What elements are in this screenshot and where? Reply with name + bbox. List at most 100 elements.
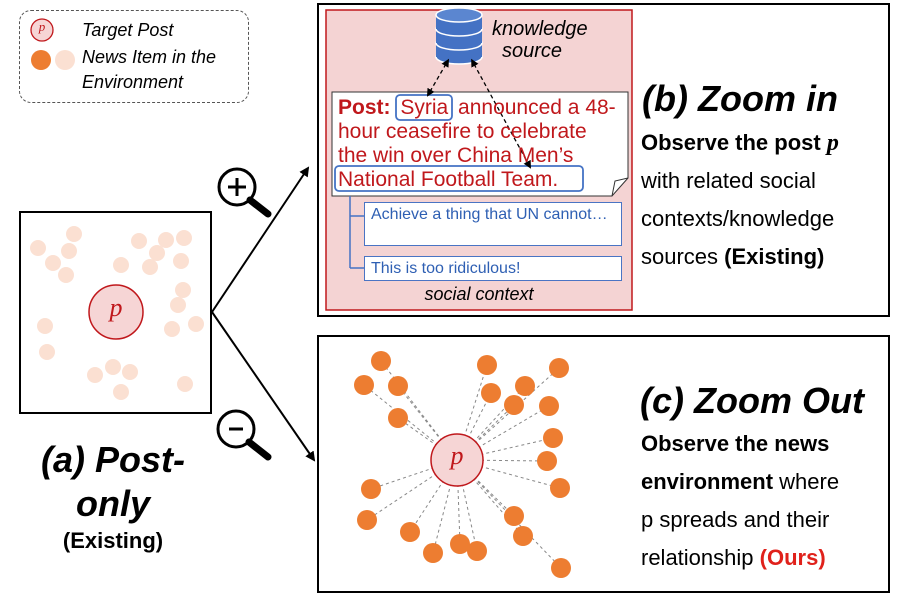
post-text: Post: Syria announced a 48- hour ceasefi…: [338, 96, 630, 192]
panel-c-title: (c) Zoom Out: [640, 380, 864, 421]
panel-b-desc-4: sources: [641, 244, 725, 269]
news-item-dot: [423, 543, 443, 563]
highlight-syria: [395, 94, 453, 121]
panel-c-box: [317, 335, 890, 593]
news-item-dot: [543, 428, 563, 448]
panel-b-desc-4b: (Existing): [724, 244, 825, 269]
news-item-dot: [113, 257, 129, 273]
social-context-label: social context: [424, 284, 534, 304]
panel-c-desc-3: p spreads and their: [641, 507, 830, 532]
panel-b-desc-1: Observe the post: [641, 130, 827, 155]
arrow-to-zoom-in: [211, 166, 310, 313]
news-edge: [456, 459, 524, 537]
news-item-dot: [513, 526, 533, 546]
database-icon: [435, 7, 483, 65]
legend-target-icon: [30, 18, 54, 42]
news-item-dot: [158, 232, 174, 248]
news-item-dot: [354, 375, 374, 395]
panel-b-description: Observe the post p with related social c…: [641, 124, 886, 276]
legend-news-light-dot-icon: [55, 50, 75, 70]
knowledge-link-1: [426, 58, 450, 97]
news-item-dot: [515, 376, 535, 396]
news-item-dot: [113, 384, 129, 400]
panel-c-desc-2b: where: [773, 469, 840, 494]
comment-1: Achieve a thing that UN cannot…: [364, 202, 622, 246]
news-item-dot: [504, 395, 524, 415]
panel-c-desc-1: Observe the news: [641, 431, 830, 456]
news-item-dot: [173, 253, 189, 269]
news-item-dot: [87, 367, 103, 383]
post-line-3: the win over China Men’s: [338, 144, 574, 167]
post-prefix: Post:: [338, 96, 391, 119]
knowledge-source-label: knowledge source: [492, 18, 588, 62]
zoom-in-magnifier-icon: [217, 167, 272, 218]
panel-b-desc-2: with related social: [641, 168, 816, 193]
panel-b-desc-3: contexts/knowledge: [641, 206, 835, 231]
arrow-to-zoom-out: [211, 311, 316, 462]
news-item-dot: [58, 267, 74, 283]
news-item-dot: [30, 240, 46, 256]
panel-a-caption: (a) Post- only (Existing): [0, 438, 226, 556]
knowledge-label-line2: source: [502, 40, 563, 62]
panel-a-target-post: [88, 284, 144, 340]
knowledge-label-line1: knowledge: [492, 18, 588, 40]
news-item-dot: [477, 355, 497, 375]
news-edge: [456, 437, 554, 461]
news-item-dot: [400, 522, 420, 542]
news-item-dot: [388, 376, 408, 396]
legend-news-dot-icon: [31, 50, 51, 70]
news-item-dot: [149, 245, 165, 261]
legend-target-label: Target Post: [82, 20, 174, 40]
news-item-dot: [170, 297, 186, 313]
post-line-2: hour ceasefire to celebrate: [338, 120, 587, 143]
news-item-dot: [388, 408, 408, 428]
news-item-dot: [537, 451, 557, 471]
legend-news-label-line1: News Item in the: [82, 47, 217, 67]
panel-c-desc-2a: environment: [641, 469, 774, 494]
post-rest-1: announced a 48-: [452, 96, 616, 119]
post-bubble-fold: [611, 177, 629, 197]
news-item-dot: [481, 383, 501, 403]
news-item-dot: [122, 364, 138, 380]
news-item-dot: [539, 396, 559, 416]
knowledge-link-2: [471, 58, 531, 169]
legend: [19, 10, 249, 103]
news-item-dot: [549, 358, 569, 378]
news-item-dot: [37, 318, 53, 334]
post-syria: Syria: [400, 96, 449, 119]
news-item-dot: [188, 316, 204, 332]
news-item-dot: [164, 321, 180, 337]
news-edge: [456, 367, 560, 461]
news-item-dot: [176, 230, 192, 246]
news-item-dot: [361, 479, 381, 499]
news-item-dot: [66, 226, 82, 242]
news-item-dot: [175, 282, 191, 298]
panel-a-p-label: p: [109, 293, 123, 322]
news-item-dot: [177, 376, 193, 392]
panel-a-title-line2: only: [75, 483, 150, 524]
highlight-team: [334, 165, 584, 192]
panel-a-tag: (Existing): [62, 528, 164, 553]
comment-2: This is too ridiculous!: [364, 256, 622, 281]
news-item-dot: [504, 506, 524, 526]
news-item-dot: [39, 344, 55, 360]
panel-b-title: (b) Zoom in: [642, 78, 838, 119]
panel-c-news-dots: [354, 351, 571, 578]
news-item-dot: [45, 255, 61, 271]
news-item-dot: [105, 359, 121, 375]
news-edge: [456, 364, 488, 461]
comment-tree-lines: [349, 196, 364, 269]
panel-c-p-label: p: [450, 441, 464, 470]
news-item-dot: [551, 558, 571, 578]
panel-a-title-line1: (a) Post-: [41, 439, 185, 480]
post-line-1: Post: Syria announced a 48-: [338, 96, 630, 120]
news-edge: [432, 459, 458, 554]
news-edge: [397, 385, 458, 461]
panel-c-description: Observe the news environment where p spr…: [641, 425, 886, 577]
news-item-dot: [357, 510, 377, 530]
news-item-dot: [131, 233, 147, 249]
news-item-dot: [467, 541, 487, 561]
panel-a-news-dots: [30, 226, 204, 400]
news-item-dot: [371, 351, 391, 371]
news-item-dot: [550, 478, 570, 498]
